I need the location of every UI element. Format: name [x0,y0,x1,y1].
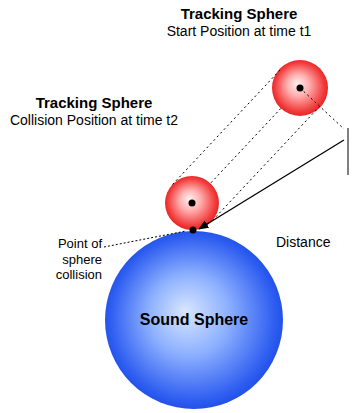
motion-path [210,108,280,183]
callout-label: Point of sphere collision [22,236,102,283]
text-group: Sound Sphere [105,231,283,409]
sphere-shape [165,176,219,230]
sound-sphere: Sound Sphere [105,231,283,409]
reference-line [300,88,344,129]
dimension-label: Distance [276,234,348,251]
collision-dot [190,227,197,234]
text-group: Tracking SphereCollision Position at tim… [8,94,180,129]
text-group: Tracking SphereStart Position at time t1 [128,5,350,40]
center-dot [297,85,304,92]
tracking-sphere: Tracking SphereStart Position at time t1 [272,60,328,116]
distance-arrow [199,140,344,229]
tangent-line [212,106,320,221]
sphere-caption: Start Position at time t1 [128,23,350,40]
sphere-caption: Collision Position at time t2 [8,112,180,129]
sphere-heading: Tracking Sphere [128,5,350,23]
center-dot [189,200,196,207]
extension-line [348,128,349,175]
sphere-circle [272,60,328,116]
sphere-shape [272,60,328,116]
leader-line [104,231,186,247]
tracking-sphere: Tracking SphereCollision Position at tim… [165,176,219,230]
sphere-heading: Tracking Sphere [8,94,180,112]
tangent-line [172,70,280,185]
sphere-circle [165,176,219,230]
sphere-circle [105,231,283,409]
sphere-heading: Sound Sphere [140,310,248,329]
